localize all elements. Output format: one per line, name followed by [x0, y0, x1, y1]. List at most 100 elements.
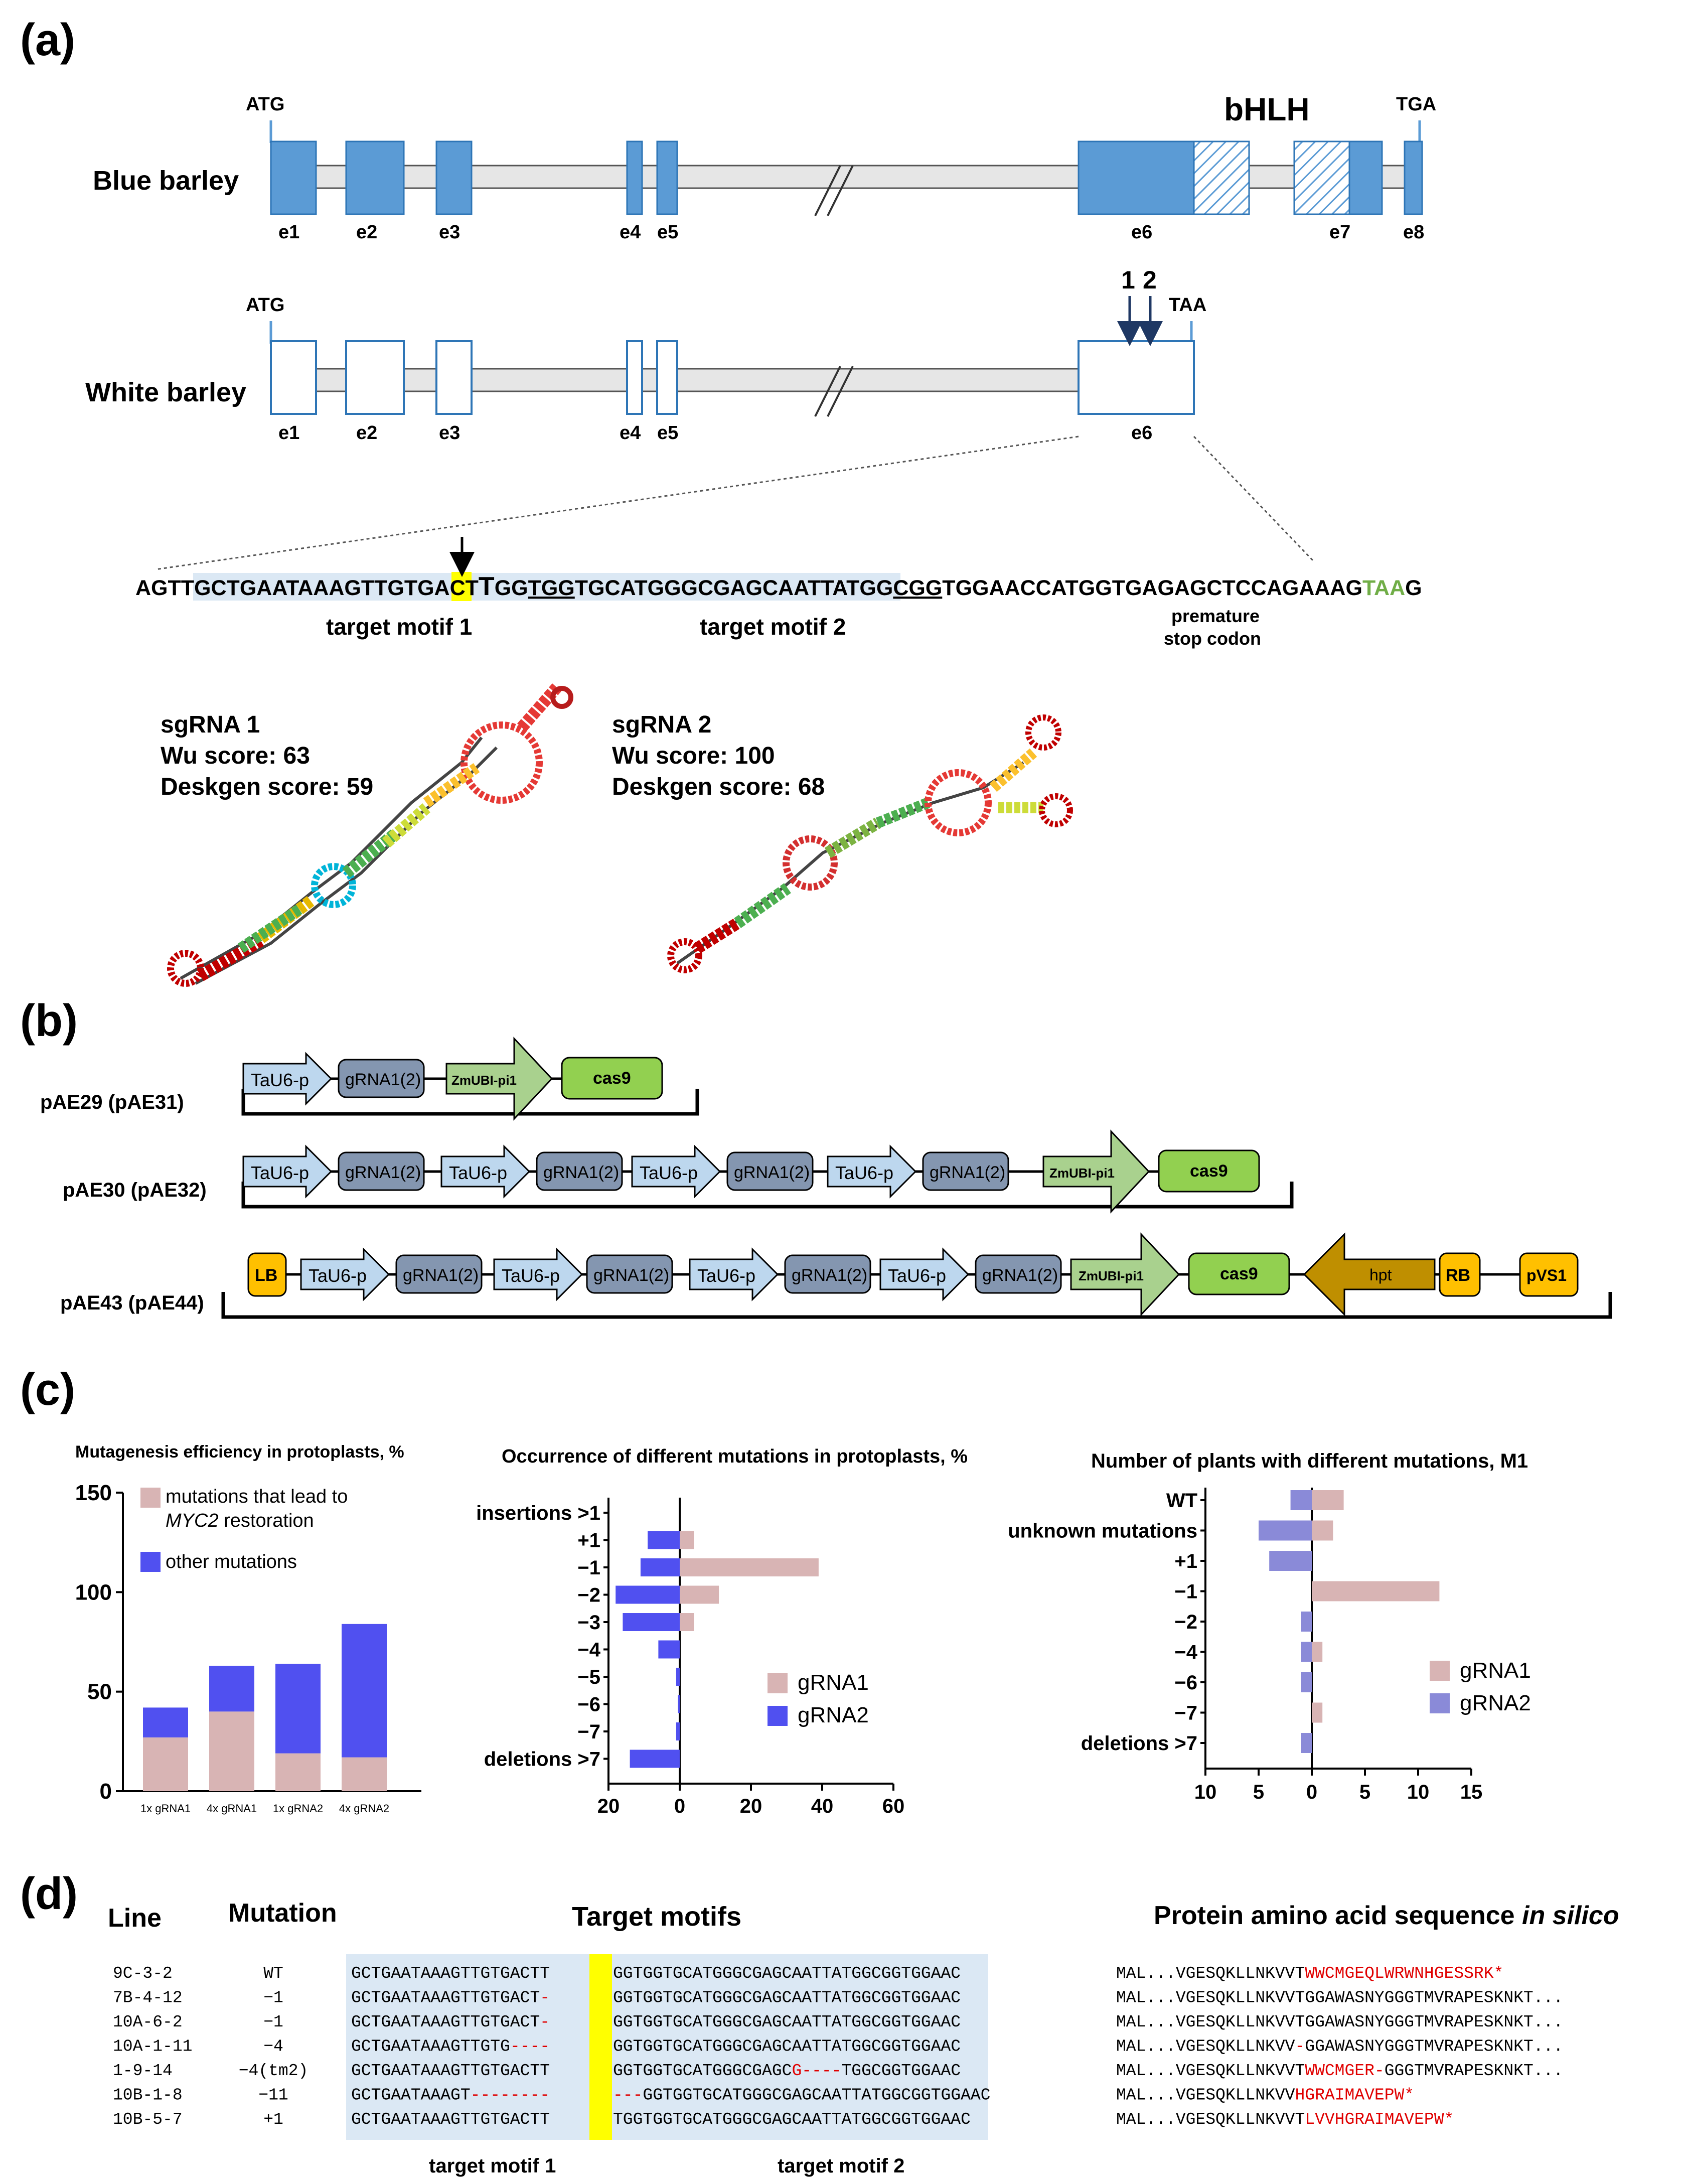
grna-label: gRNA1(2) — [792, 1266, 867, 1285]
row-line: 10A-1-11 — [113, 2037, 192, 2056]
tau6-label: TaU6-p — [502, 1265, 560, 1286]
row-sequence-b: GGTGGTGCATGGGCGAGCAATTATGGCGGTGGAAC — [613, 1989, 961, 2007]
sgrna1-name: sgRNA 1 — [161, 711, 260, 738]
chart1-legend-myc2: MYC2 — [166, 1510, 219, 1531]
chart1-bar-restoration — [342, 1757, 387, 1791]
chart3-bar-grna1 — [1312, 1490, 1344, 1510]
sgrna2-structure — [667, 714, 1073, 973]
chart2-xtick-label: 20 — [597, 1795, 620, 1817]
pvs1-origin — [1519, 1252, 1579, 1297]
chart1-title: Mutagenesis efficiency in protoplasts, % — [75, 1442, 404, 1462]
chart2-category-label: +1 — [577, 1530, 600, 1552]
white-taa-label: TAA — [1169, 295, 1206, 316]
cas9-label: cas9 — [593, 1069, 631, 1088]
chart1-legend-other: other mutations — [166, 1551, 297, 1572]
cas9-label: cas9 — [1190, 1161, 1228, 1181]
lb-label: LB — [255, 1266, 277, 1285]
row-line: 10A-6-2 — [113, 2013, 183, 2031]
chart2-bar-grna2 — [678, 1695, 680, 1713]
grna-label: gRNA1(2) — [543, 1163, 619, 1182]
panel-label-c: (c) — [20, 1365, 75, 1415]
chart2-bar-grna2 — [676, 1722, 680, 1740]
blue-exons — [270, 140, 1423, 215]
chart3-bar-grna2 — [1301, 1612, 1312, 1632]
grna-cassette — [338, 1059, 425, 1098]
chart3-bar-grna2 — [1269, 1551, 1312, 1571]
construct3-backbone — [221, 1292, 1612, 1319]
white-break-mark — [814, 366, 854, 417]
row-sequence-b: GGTGGTGCATGGGCGAGCG----TGGCGGTGGAAC — [613, 2062, 961, 2080]
blue-exon-label-e7: e7 — [1329, 222, 1350, 243]
row-line: 10B-1-8 — [113, 2086, 183, 2105]
grna-label: gRNA1(2) — [345, 1163, 421, 1182]
construct2-backbone — [241, 1182, 1294, 1209]
panel-label-d: (d) — [20, 1869, 78, 1919]
blue-tga-label: TGA — [1396, 94, 1436, 115]
header-target-motifs: Target motifs — [572, 1902, 741, 1932]
grna-label: gRNA1(2) — [734, 1163, 810, 1182]
white-atg-label: ATG — [246, 295, 284, 316]
chart1-bar-restoration — [143, 1737, 188, 1791]
cas9-gene — [561, 1057, 663, 1100]
construct3-label: pAE43 (pAE44) — [60, 1292, 204, 1314]
sequence-line: AGTTGCTGAATAAAGTTGTGACTTGGTGGTGCATGGGCGA… — [135, 572, 1422, 601]
exon-e1 — [270, 140, 317, 215]
chart3-bar-grna2 — [1290, 1490, 1312, 1510]
white-exon-label-e4: e4 — [620, 422, 641, 444]
chart3-bar-grna1 — [1312, 1581, 1440, 1601]
hpt-label: hpt — [1369, 1266, 1392, 1284]
sgrna1-wu: Wu score: 63 — [161, 743, 310, 769]
seq-motif2: TGCATGGGCGAGCAATTATGG — [575, 576, 893, 600]
chart1-bar-other — [143, 1707, 188, 1737]
chart2-bar-grna2 — [658, 1640, 680, 1659]
chart3-category-label: unknown mutations — [1008, 1520, 1197, 1542]
row-line: 7B-4-12 — [113, 1989, 183, 2007]
row-protein: MAL...VGESQKLLNKVVHGRAIMAVEPW* — [1116, 2086, 1414, 2105]
chart3-category-label: −2 — [1174, 1611, 1197, 1633]
chart2-bar-grna2 — [648, 1531, 680, 1549]
blue-exon-label-e3: e3 — [439, 222, 460, 243]
row-line: 1-9-14 — [113, 2062, 173, 2080]
chart3-legend-grna1: gRNA1 — [1460, 1658, 1531, 1683]
target-arrow-2-label: 2 — [1143, 266, 1157, 294]
sgrna1-structure — [167, 683, 573, 987]
seq-cgg: CGG — [893, 576, 942, 600]
row-mutation: +1 — [263, 2110, 283, 2129]
tau6-label: TaU6-p — [835, 1162, 893, 1183]
white-exon-label-e5: e5 — [657, 422, 678, 444]
chart3-xtick-label: 15 — [1460, 1781, 1483, 1803]
tau6-label: TaU6-p — [251, 1162, 309, 1183]
chart2-category-label: −3 — [577, 1612, 600, 1634]
chart2-xtick-label: 60 — [882, 1795, 905, 1817]
seq-stop: TAA — [1362, 576, 1405, 600]
white-exon-e1 — [270, 340, 317, 415]
target-motif-1-label: target motif 1 — [326, 614, 472, 640]
row-sequence-a: GCTGAATAAAGTTGTGACTT — [351, 1964, 550, 1983]
exon-e7 — [1348, 140, 1383, 215]
chart3-bar-grna1 — [1312, 1642, 1323, 1662]
blue-exon-label-e1: e1 — [278, 222, 299, 243]
blue-barley-label: Blue barley — [93, 166, 239, 196]
grna-label: gRNA1(2) — [593, 1266, 669, 1285]
chart1-ytick-label: 0 — [100, 1779, 112, 1804]
header-protein-italic: in silico — [1522, 1901, 1619, 1930]
blue-exon-label-e8: e8 — [1403, 222, 1424, 243]
chart1-category-label: 4x gRNA2 — [339, 1802, 389, 1815]
rb-border — [1439, 1252, 1481, 1297]
chart2-category-label: −4 — [577, 1639, 600, 1661]
chart3-title: Number of plants with different mutation… — [1091, 1450, 1528, 1472]
chart1-bar-other — [275, 1664, 321, 1754]
exon-e6 — [1078, 140, 1195, 215]
grna-label: gRNA1(2) — [345, 1070, 421, 1089]
zmubi-label: ZmUBI-pi1 — [1079, 1268, 1144, 1283]
construct3-parts: LB TaU6-p gRNA1(2) TaU6-p gRNA1(2) TaU6-… — [247, 1232, 1579, 1317]
white-exon-e5 — [656, 340, 678, 415]
row-mutation: −4(tm2) — [239, 2062, 309, 2080]
exon-e5 — [656, 140, 678, 215]
chart3-bar-grna1 — [1312, 1702, 1323, 1723]
seq-end: G — [1405, 576, 1422, 600]
chart1-legend-line1: mutations that lead to — [166, 1486, 348, 1507]
zmubi-promoter — [445, 1037, 553, 1121]
seq-highlight-base: T — [479, 572, 495, 601]
row-sequence-a: GCTGAATAAAGTTGTGACT- — [351, 2013, 550, 2031]
